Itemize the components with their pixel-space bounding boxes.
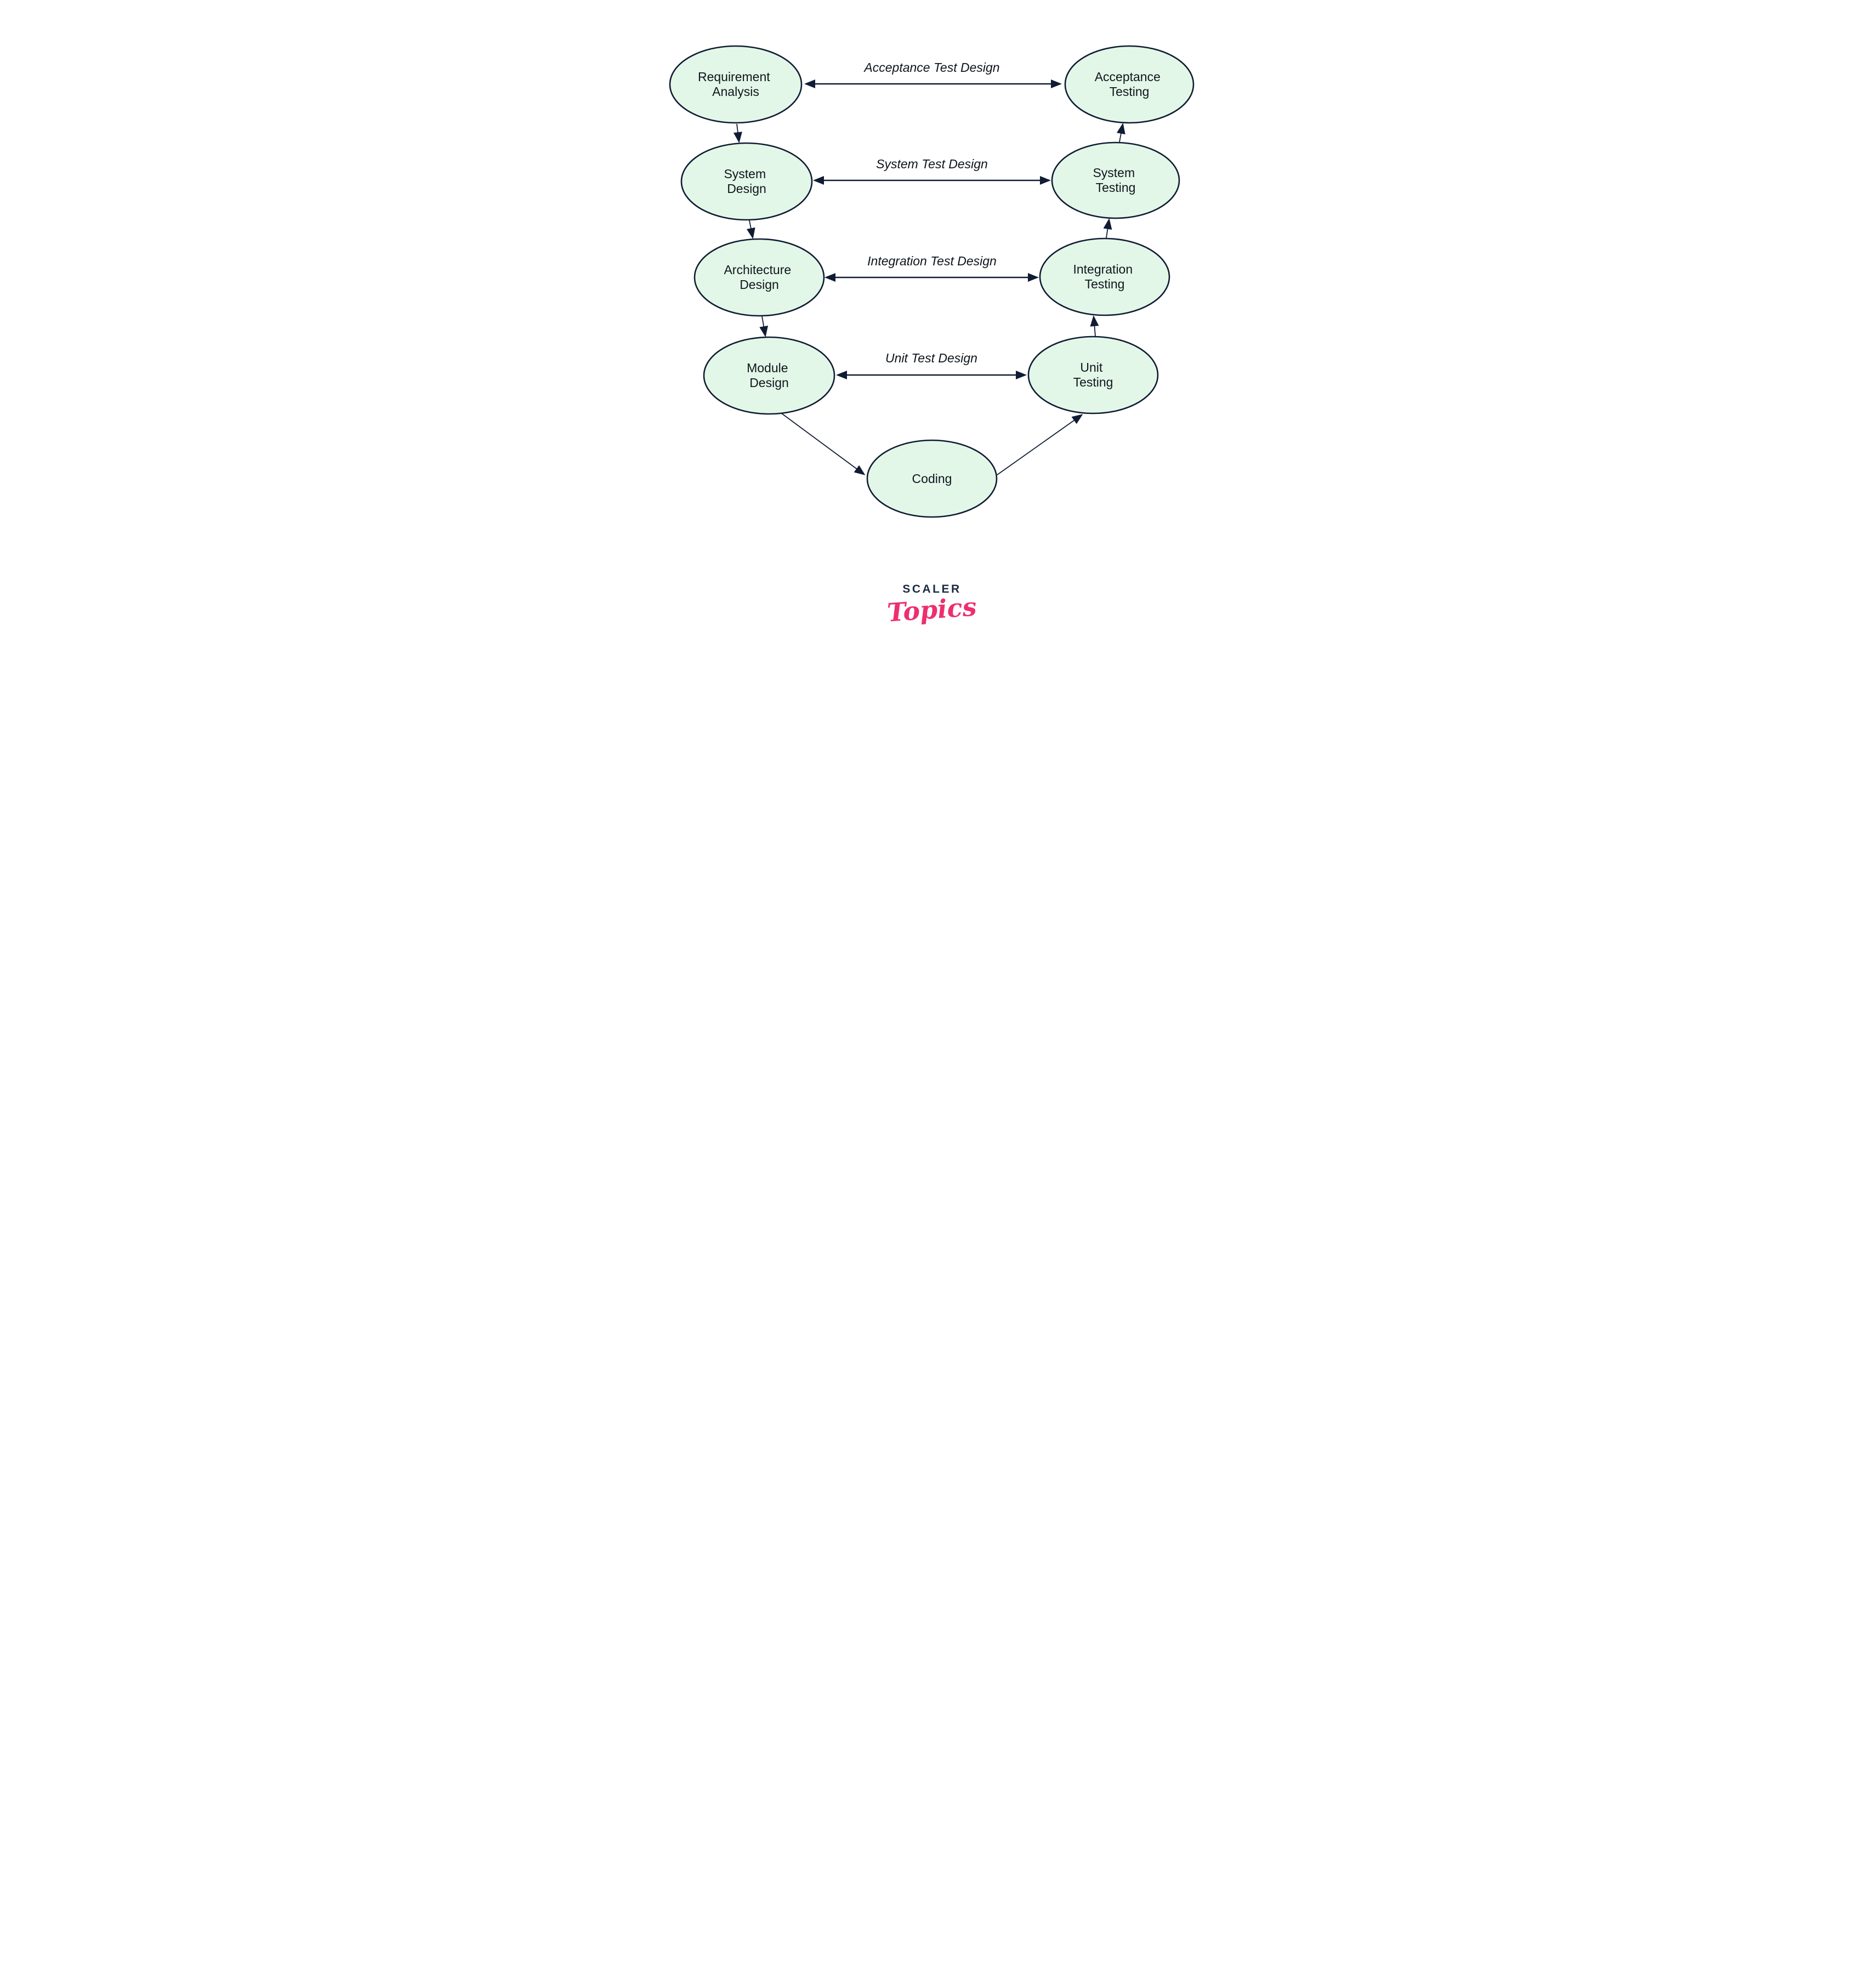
label-integration-test-design: Integration Test Design xyxy=(867,254,997,268)
page: Acceptance Test Design System Test Desig… xyxy=(0,0,1865,663)
topics-logo-text: Topics xyxy=(886,592,978,627)
system-testing-ellipse xyxy=(1051,141,1180,219)
node-requirement-analysis: Requirement Analysis xyxy=(669,45,803,124)
scaler-topics-logo: SCALER Topics xyxy=(886,583,978,628)
label-system-test-design: System Test Design xyxy=(876,157,988,171)
edge-coding-to-unit-testing xyxy=(997,414,1083,475)
acceptance-testing-label: Acceptance Testing xyxy=(1095,70,1164,99)
node-unit-testing: Unit Testing xyxy=(1027,336,1159,414)
node-integration-testing: Integration Testing xyxy=(1039,237,1170,316)
node-system-design: System Design xyxy=(680,142,813,221)
node-acceptance-testing: Acceptance Testing xyxy=(1064,45,1195,124)
architecture-design-label: Architecture Design xyxy=(724,263,794,292)
edges-horizontal xyxy=(804,79,1062,379)
integration-testing-ellipse xyxy=(1039,237,1170,316)
requirement-analysis-ellipse xyxy=(669,45,803,124)
edges-left-down xyxy=(733,123,769,337)
node-system-testing: System Testing xyxy=(1051,141,1180,219)
edge-architecture-to-module xyxy=(759,316,769,337)
system-design-label: System Design xyxy=(724,167,769,196)
system-testing-label: System Testing xyxy=(1093,166,1138,195)
edge-integration-to-system-testing xyxy=(1103,218,1112,238)
requirement-analysis-label: Requirement Analysis xyxy=(698,70,774,99)
edge-labels: Acceptance Test Design System Test Desig… xyxy=(863,60,999,365)
edges-right-up xyxy=(1090,123,1125,337)
integration-testing-label: Integration Testing xyxy=(1073,262,1136,291)
architecture-design-ellipse xyxy=(693,238,825,317)
node-architecture-design: Architecture Design xyxy=(693,238,825,317)
label-unit-test-design: Unit Test Design xyxy=(885,351,977,365)
v-model-diagram: Acceptance Test Design System Test Desig… xyxy=(669,45,1195,628)
scaler-logo-text: SCALER xyxy=(902,583,961,595)
unit-testing-ellipse xyxy=(1027,336,1159,414)
edge-requirement-to-system-design xyxy=(733,123,742,143)
module-design-ellipse xyxy=(703,336,835,415)
coding-label: Coding xyxy=(912,472,952,486)
system-design-ellipse xyxy=(680,142,813,221)
node-coding: Coding xyxy=(866,439,998,518)
acceptance-testing-ellipse xyxy=(1064,45,1195,124)
label-acceptance-test-design: Acceptance Test Design xyxy=(863,60,999,75)
coding-ellipse xyxy=(866,439,998,518)
node-module-design: Module Design xyxy=(703,336,835,415)
unit-testing-label: Unit Testing xyxy=(1073,360,1113,389)
module-design-label: Module Design xyxy=(747,361,792,390)
edge-system-to-acceptance-testing xyxy=(1117,123,1125,143)
edge-unit-to-integration-testing xyxy=(1090,315,1099,337)
edges-diagonal xyxy=(780,412,1083,475)
edge-system-design-to-architecture xyxy=(746,220,755,239)
edge-module-to-coding xyxy=(780,412,866,475)
